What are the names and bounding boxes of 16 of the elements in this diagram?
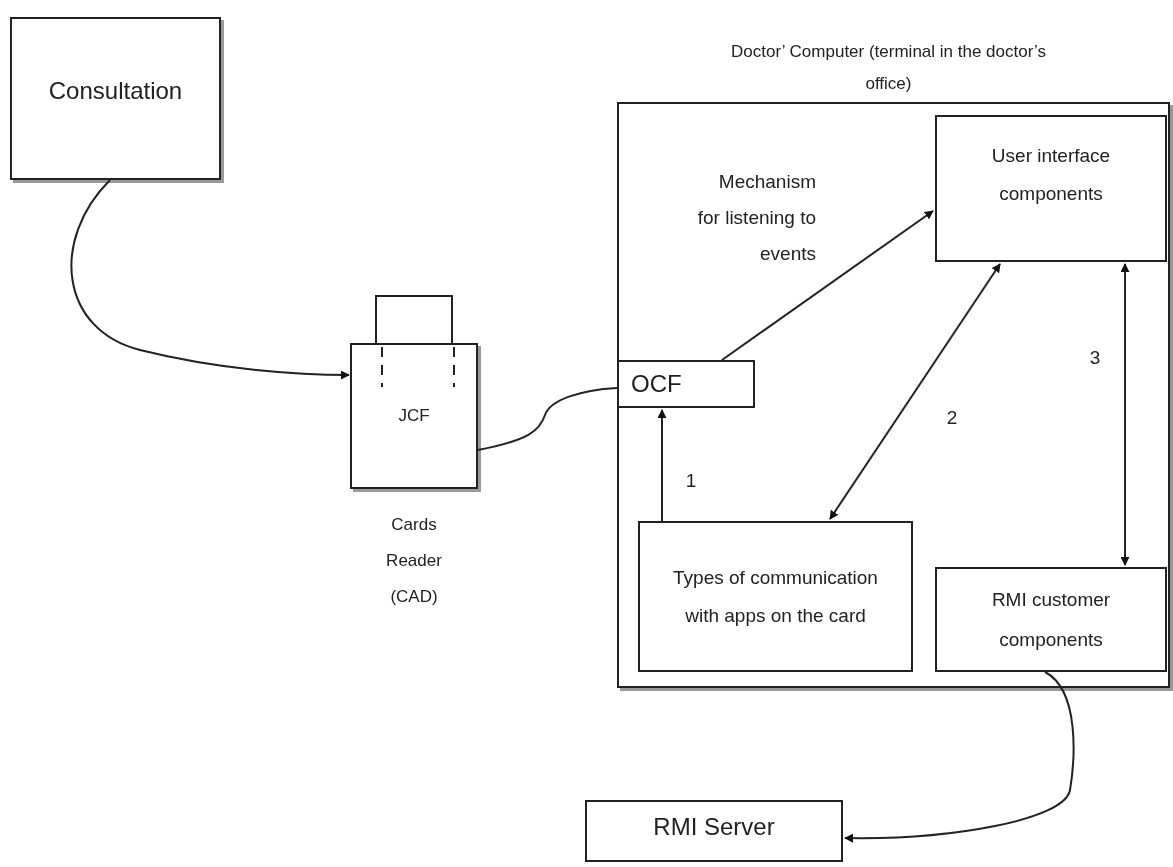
arrow (844, 671, 1075, 843)
component-box: Types of communication with apps on the card (638, 521, 913, 672)
arrow (1120, 263, 1130, 566)
arrow (829, 263, 1001, 520)
server-box: RMI Server (585, 800, 843, 862)
arrow (70, 179, 350, 380)
card-reader-box: JCF (350, 343, 478, 489)
process-box: Consultation (10, 17, 221, 180)
component-box: User interface components (935, 115, 1167, 262)
node-caption: Cards Reader (CAD) (385, 514, 443, 608)
container-heading: Doctor’ Computer (terminal in the doctor’s office) (730, 41, 1047, 95)
arrow (721, 210, 934, 361)
connector-line (477, 387, 618, 451)
component-box: RMI customer components (935, 567, 1167, 672)
component-box: OCF (617, 360, 755, 408)
arrow (657, 409, 667, 522)
